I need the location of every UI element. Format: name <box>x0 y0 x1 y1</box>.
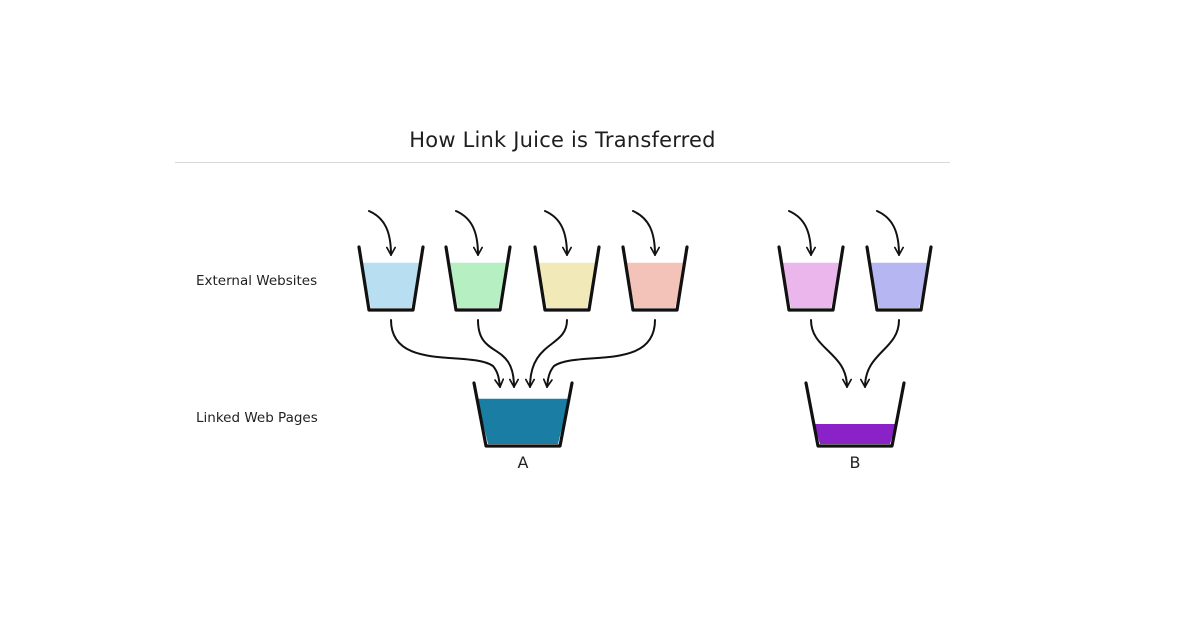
diagram-title: How Link Juice is Transferred <box>409 128 716 152</box>
external-website-cup-3-outline <box>533 245 601 312</box>
external-websites-label: External Websites <box>196 273 318 289</box>
incoming-arrow-3 <box>544 210 572 256</box>
linked-page-a-label: A <box>517 453 529 472</box>
title-divider <box>175 162 950 163</box>
incoming-arrow-1 <box>368 210 396 256</box>
external-website-cup-1 <box>357 245 425 312</box>
incoming-arrow-5 <box>788 210 816 256</box>
flow-arrow-3-to-a <box>525 319 568 388</box>
linked-page-cup-b <box>804 381 906 448</box>
linked-page-cup-b-fill <box>813 423 897 444</box>
flow-arrow-1-to-a <box>390 319 505 388</box>
flow-arrow-2-to-a <box>477 319 519 388</box>
linked-page-cup-b-outline <box>804 381 906 448</box>
linked-page-cup-a <box>472 381 574 448</box>
external-website-cup-4 <box>621 245 689 312</box>
linked-page-cup-a-outline <box>472 381 574 448</box>
external-website-cup-6-outline <box>865 245 933 312</box>
linked-page-b-label: B <box>849 453 861 472</box>
external-website-cup-2 <box>444 245 512 312</box>
flow-arrow-6-to-b <box>860 319 900 388</box>
external-website-cup-3 <box>533 245 601 312</box>
external-website-cup-6-fill <box>869 262 929 308</box>
linked-page-cup-a-fill <box>477 398 569 444</box>
incoming-arrow-2 <box>455 210 483 256</box>
external-website-cup-5-outline <box>777 245 845 312</box>
external-website-cup-4-outline <box>621 245 689 312</box>
external-website-cup-1-outline <box>357 245 425 312</box>
linked-web-pages-label: Linked Web Pages <box>196 410 318 426</box>
incoming-arrow-6 <box>876 210 904 256</box>
external-website-cup-5 <box>777 245 845 312</box>
flow-arrow-4-to-a <box>542 319 656 388</box>
incoming-arrow-4 <box>632 210 660 256</box>
external-website-cup-5-fill <box>781 262 841 308</box>
external-website-cup-6 <box>865 245 933 312</box>
external-website-cup-2-outline <box>444 245 512 312</box>
external-website-cup-1-fill <box>361 262 421 308</box>
external-website-cup-4-fill <box>625 262 685 308</box>
flow-arrow-5-to-b <box>810 319 852 388</box>
external-website-cup-3-fill <box>537 262 597 308</box>
external-website-cup-2-fill <box>448 262 508 308</box>
